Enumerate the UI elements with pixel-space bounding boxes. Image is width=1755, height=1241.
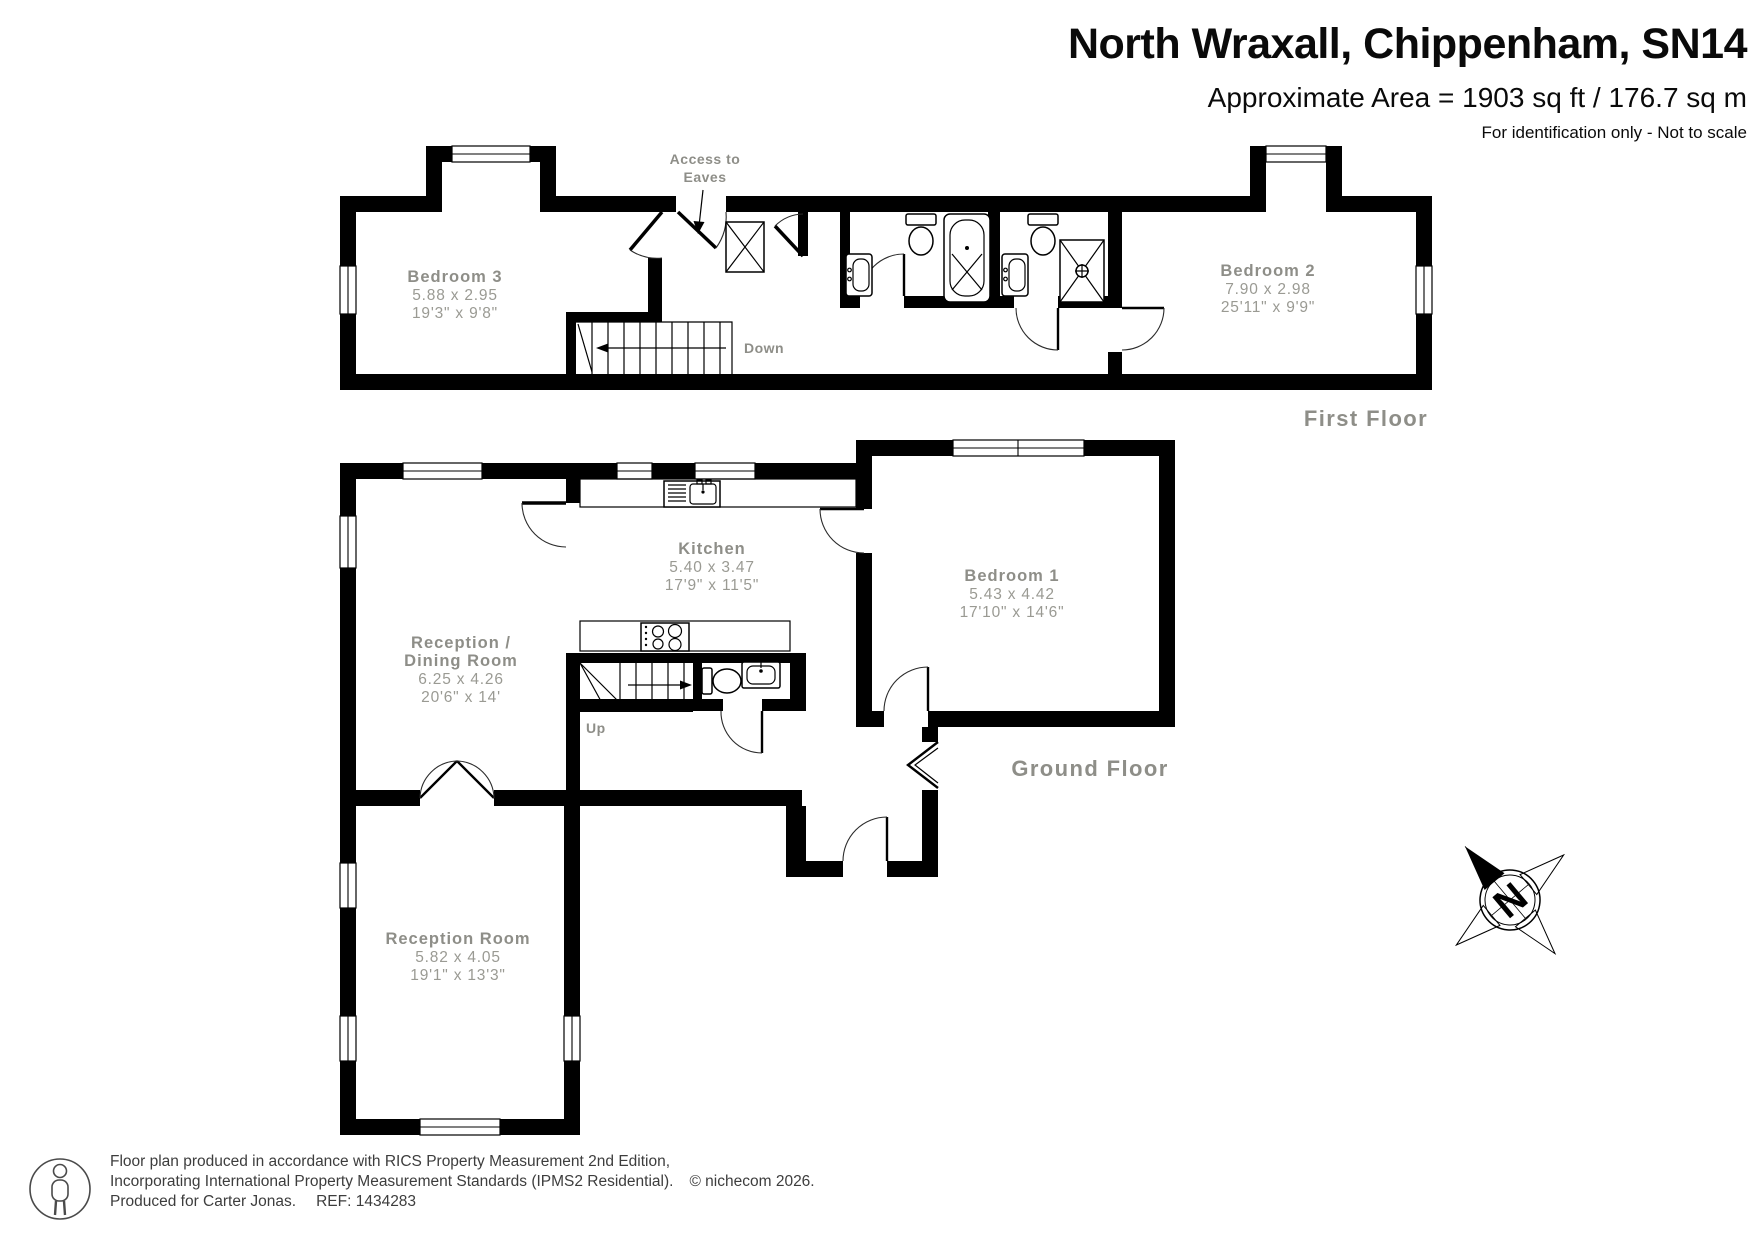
- bedroom1-imperial: 17'10" x 14'6": [960, 604, 1065, 621]
- compass-rose: N: [1454, 846, 1566, 956]
- wc-toilet: [701, 667, 742, 695]
- footer-copyright: © nichecom 2026.: [689, 1173, 815, 1190]
- footer-line2: Incorporating International Property Mea…: [110, 1173, 674, 1190]
- first-floor-plan: Bedroom 3 5.88 x 2.95 19'3" x 9'8" Bedro…: [339, 145, 1433, 431]
- footer-line3: Produced for Carter Jonas.: [110, 1193, 297, 1210]
- ground-floor-doors: [419, 501, 939, 862]
- reception-dining-metric: 6.25 x 4.26: [418, 671, 504, 688]
- ground-floor-fixtures: [579, 478, 857, 695]
- reception-dining-name-line2: Dining Room: [404, 652, 518, 670]
- footer: Floor plan produced in accordance with R…: [28, 1152, 815, 1212]
- first-floor-doors: [628, 210, 1165, 351]
- wc-sink: [741, 661, 781, 689]
- kitchen-peninsula: [579, 620, 791, 652]
- first-floor-windows: [339, 145, 1433, 315]
- bathtub: [943, 213, 991, 303]
- bedroom2-name: Bedroom 2: [1220, 262, 1315, 280]
- ground-floor-labels: Kitchen 5.40 x 3.47 17'9" x 11'5" Bedroo…: [385, 540, 1168, 984]
- access-to-eaves-label-line2: Eaves: [684, 169, 727, 185]
- footer-ref: REF: 1434283: [316, 1193, 417, 1210]
- stairs-down: [576, 321, 733, 374]
- access-to-eaves-label-line1: Access to: [670, 151, 741, 167]
- bedroom2-imperial: 25'11" x 9'9": [1221, 299, 1315, 316]
- kitchen-metric: 5.40 x 3.47: [669, 559, 755, 576]
- reception-room-name: Reception Room: [385, 930, 530, 948]
- ground-floor-plan: Kitchen 5.40 x 3.47 17'9" x 11'5" Bedroo…: [339, 439, 1175, 1136]
- stairs-down-arrowhead: [596, 343, 608, 353]
- person-icon: [29, 1158, 91, 1220]
- first-floor-label: First Floor: [1304, 406, 1428, 431]
- disclaimer-note: For identification only - Not to scale: [1481, 123, 1747, 142]
- bedroom1-metric: 5.43 x 4.42: [969, 586, 1055, 603]
- header: North Wraxall, Chippenham, SN14 Approxim…: [1067, 20, 1748, 143]
- kitchen-counter: [579, 478, 857, 508]
- reception-room-imperial: 19'1" x 13'3": [410, 967, 505, 984]
- stairs-up-arrowhead: [680, 680, 692, 690]
- bedroom3-metric: 5.88 x 2.95: [412, 287, 498, 304]
- bedroom3-imperial: 19'3" x 9'8": [412, 305, 498, 322]
- shower: [1059, 239, 1105, 303]
- page-title: North Wraxall, Chippenham, SN14: [1067, 20, 1748, 68]
- eaves-arrow: [693, 189, 705, 234]
- approximate-area: Approximate Area = 1903 sq ft / 176.7 sq…: [1207, 82, 1747, 113]
- first-floor-walls: [340, 146, 1432, 390]
- bathroom-sink: [845, 253, 873, 297]
- kitchen-imperial: 17'9" x 11'5": [665, 577, 759, 594]
- footer-line1: Floor plan produced in accordance with R…: [110, 1153, 671, 1170]
- kitchen-name: Kitchen: [678, 540, 746, 558]
- toilet: [905, 213, 937, 256]
- ground-floor-label: Ground Floor: [1011, 756, 1168, 781]
- bedroom1-name: Bedroom 1: [964, 567, 1059, 585]
- north-arrow: [1465, 846, 1505, 890]
- ensuite-toilet: [1027, 213, 1059, 256]
- bifold-door: [906, 741, 939, 789]
- stairs-down-label: Down: [744, 340, 784, 356]
- first-floor-labels: Bedroom 3 5.88 x 2.95 19'3" x 9'8" Bedro…: [407, 151, 1428, 431]
- stairs-up: [579, 662, 692, 704]
- kitchen-sink: [663, 479, 721, 508]
- bedroom2-metric: 7.90 x 2.98: [1225, 281, 1311, 298]
- reception-dining-name-line1: Reception /: [411, 634, 511, 652]
- eaves-cupboard: [725, 221, 765, 273]
- ensuite-sink: [1001, 253, 1029, 297]
- hob: [640, 622, 690, 652]
- stairs-up-label: Up: [586, 720, 606, 736]
- reception-room-metric: 5.82 x 4.05: [415, 949, 501, 966]
- ground-floor-windows: [339, 439, 1085, 1136]
- first-floor-fixtures: [725, 213, 1105, 303]
- ground-floor-walls: [340, 440, 1175, 1135]
- reception-dining-imperial: 20'6" x 14': [421, 689, 501, 706]
- bedroom3-name: Bedroom 3: [407, 268, 502, 286]
